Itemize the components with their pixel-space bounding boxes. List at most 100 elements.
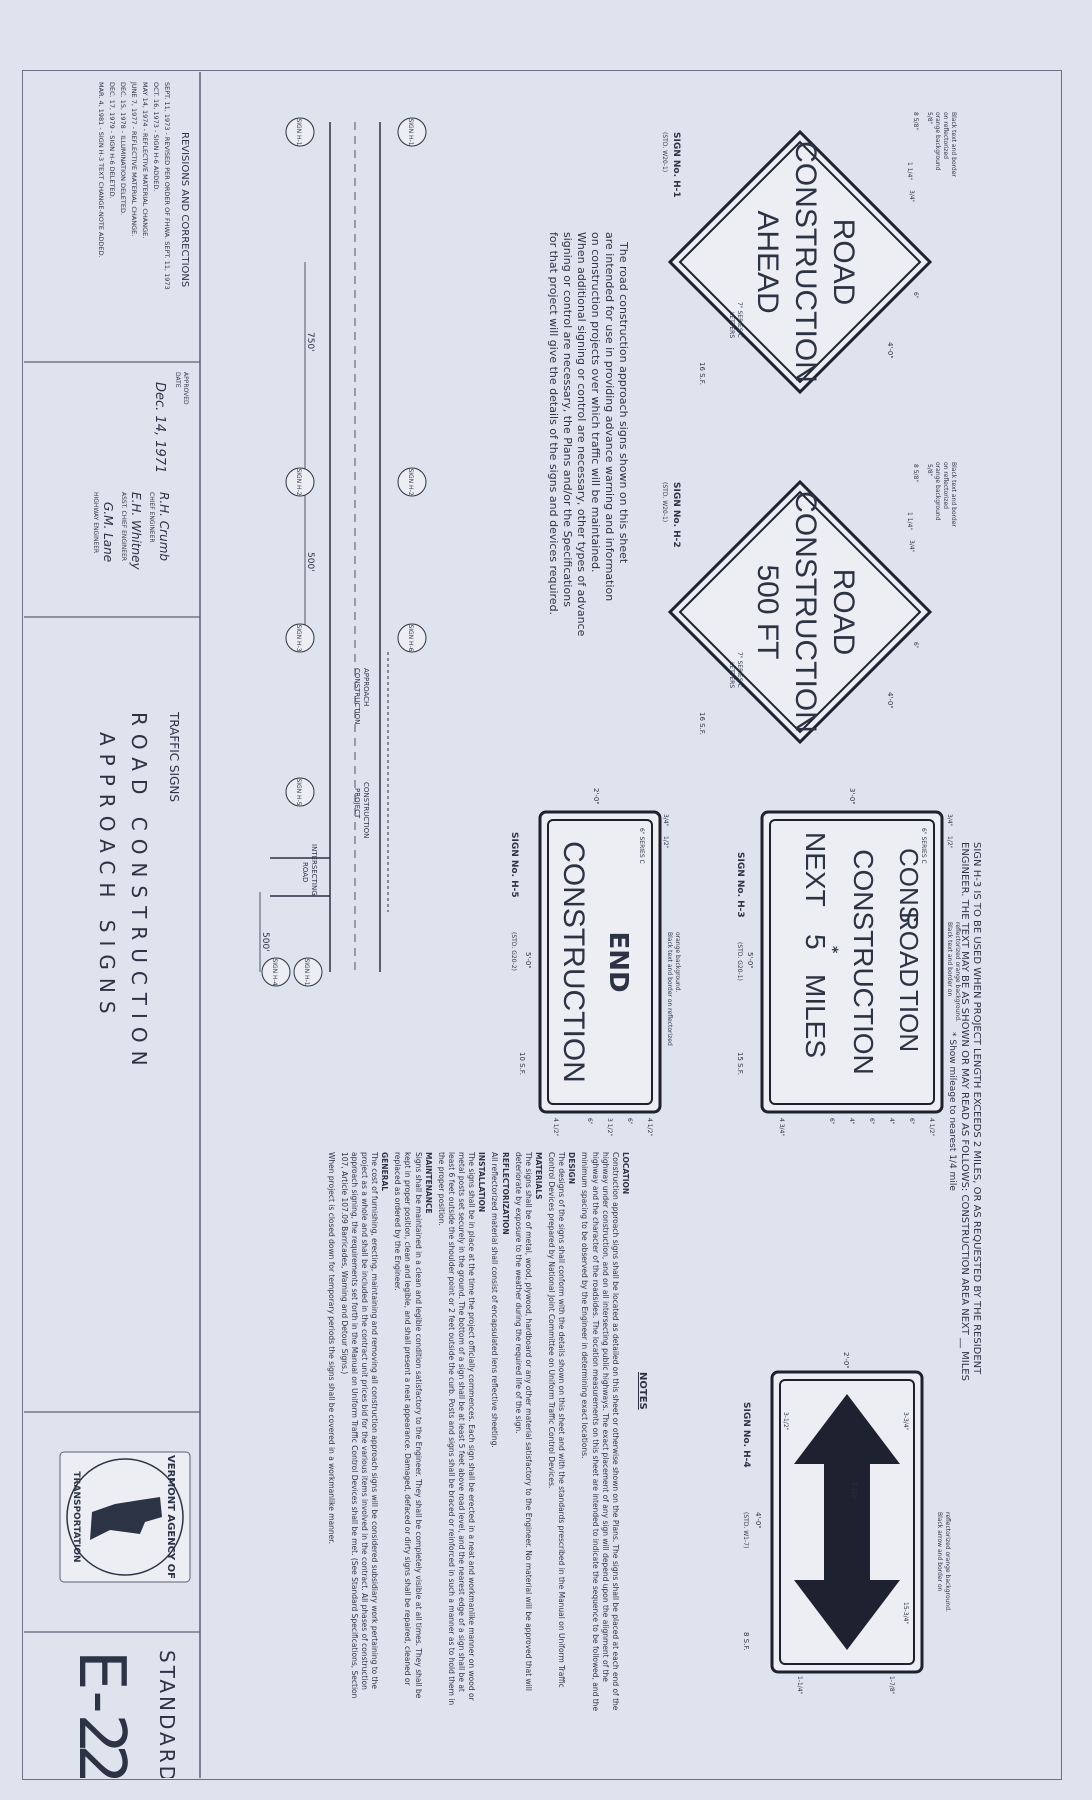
- distance-500a: 500': [305, 552, 315, 572]
- paragraph-line1: The road construction approach signs sho…: [617, 241, 630, 564]
- sign-h1-note2: on reflectorized: [942, 112, 949, 159]
- signature-highway: G.M. Lane: [101, 502, 115, 562]
- sign-h3-dim2: 4": [888, 1118, 895, 1125]
- sign-h1-line3: AHEAD: [751, 210, 784, 313]
- approach-label: APPROACH: [362, 668, 370, 706]
- notes-install-heading: INSTALLATION: [477, 1152, 487, 1213]
- sheet-title-2: APPROACH SIGNS: [95, 732, 119, 1022]
- sign-h2-note1: Black text and border: [950, 462, 957, 527]
- intersecting-label: INTERSECTING: [310, 844, 318, 896]
- seal-bottom-text: TRANSPORTATION: [71, 1471, 81, 1562]
- sign-h3-area: 15 S.F.: [736, 1052, 744, 1075]
- sign-h5-dim2: 3 1/2": [606, 1118, 613, 1136]
- notes-general-heading: GENERAL: [380, 1152, 390, 1192]
- sign-h1-note3: orange background: [934, 112, 941, 171]
- layout-diagram: [259, 122, 389, 972]
- asst-chief-label: ASST. CHIEF ENGINEER: [120, 492, 127, 561]
- notes-design-heading: DESIGN: [567, 1152, 577, 1184]
- notes-heading: NOTES: [637, 1372, 648, 1410]
- sign-h3-dim6: 4 3/4": [778, 1118, 785, 1136]
- sign-h4-note1: Black arrow and border on: [936, 1512, 943, 1592]
- paragraph-line6: for that project will give the details o…: [547, 232, 560, 615]
- sign-h4-width: 4'-0": [754, 1512, 762, 1529]
- sign-h3-dim8: 1/2": [946, 836, 953, 849]
- layout-label-6: SIGN H-4: [271, 958, 278, 985]
- paragraph-line5: signing or control are necessary, the Pl…: [561, 232, 574, 607]
- notes-general: The cost of furnishing, erecting, mainta…: [339, 1152, 380, 1699]
- highway-engineer-label: HIGHWAY ENGINEER: [92, 492, 99, 553]
- notes-location: Construction approach signs shall be loc…: [580, 1152, 620, 1712]
- sign-h2-dim-c: 3/4": [908, 540, 915, 553]
- layout-sign-h3: [285, 623, 315, 653]
- sign-h2-dim-b: 1 1/4": [906, 512, 913, 530]
- layout-sign-h6: [397, 623, 427, 653]
- sign-h3-label: SIGN No. H-3: [735, 852, 745, 918]
- sign-h3-dim5: 6": [828, 1118, 835, 1125]
- sign-h2-label: SIGN No. H-2: [671, 482, 681, 548]
- sign-h5-std: (STD. G20-2): [510, 932, 517, 971]
- sign-h3: CONS ROAD TION CONSTRUCTION NEXT 5 * MIL…: [735, 788, 961, 1136]
- sign-h2-border: [678, 490, 922, 734]
- sign-h3-outline: [760, 810, 944, 1114]
- sign-h5-dim0: 4 1/2": [646, 1118, 653, 1136]
- sign-h4-dim4: 1-1/4": [796, 1676, 803, 1695]
- approval-date: Dec. 14, 1971: [152, 382, 167, 473]
- sign-h3-dim4: 4": [848, 1118, 855, 1125]
- project-construction-label: CONSTRUCTION: [362, 782, 370, 838]
- sign-h5-dim5: 3/4": [662, 814, 669, 827]
- project-label: PROJECT: [353, 788, 361, 819]
- sign-h3-dim3: 6": [868, 1118, 875, 1125]
- sign-h2-outline: [667, 479, 933, 745]
- sign-h5-note2: orange background.: [674, 932, 681, 993]
- sign-h3-border: [769, 819, 935, 1105]
- sign-h4-std: (STD. W1-7): [742, 1512, 749, 1548]
- sign-h5-area: 10 S.F.: [518, 1052, 526, 1075]
- sign-h4: SIGN No. H-4 (STD. W1-7) 8 S.F. Black ar…: [741, 1352, 951, 1695]
- layout-sign-h1-b: [285, 117, 315, 147]
- sign-h1: ROAD CONSTRUCTION AHEAD 7" SERIES C LETT…: [661, 112, 957, 395]
- sign-h5-line2: CONSTRUCTION: [557, 841, 590, 1083]
- revision-3: JUNE 7, 1977 - REFLECTIVE MATERIAL CHANG…: [130, 81, 138, 236]
- sign-h2-line1: ROAD: [827, 569, 860, 656]
- sign-h5-height: 2'-0": [592, 788, 600, 805]
- sign-h4-border: [779, 1379, 915, 1665]
- sign-h1-dim-c: 3/4": [908, 190, 915, 203]
- sign-h2-side: 4'-0": [886, 692, 894, 709]
- sign-h3-line5: MILES: [800, 974, 831, 1058]
- paragraph-line3: on construction projects over which traf…: [589, 232, 602, 573]
- sign-h4-dim2: 7-1/2": [850, 1482, 857, 1501]
- sign-h4-area: 8 S.F.: [742, 1632, 750, 1650]
- sign-h3-std: (STD. G20-1): [736, 942, 743, 981]
- notes-body: LOCATION Construction approach signs sha…: [327, 1152, 630, 1712]
- sheet-title-1: ROAD CONSTRUCTION: [127, 712, 151, 1074]
- sign-h4-dim5: 3-1/2": [782, 1412, 789, 1431]
- revisions-heading: REVISIONS AND CORRECTIONS: [179, 132, 190, 287]
- sign-h1-dim-e: 5/8": [926, 112, 933, 125]
- sign-h1-border: [678, 140, 922, 384]
- sign-h5: END CONSTRUCTION 6" SERIES C SIGN No. H-…: [509, 788, 681, 1136]
- layout-sign-symbols: SIGN H-1 SIGN H-1 SIGN H-2 SIGN H-2 SIGN…: [260, 117, 427, 987]
- drawing-canvas: SIGN H-3 IS TO BE USED WHEN PROJECT LENG…: [24, 72, 982, 1778]
- standard-label: STANDARD: [155, 1650, 179, 1778]
- notes-location-heading: LOCATION: [621, 1152, 630, 1195]
- sign-h1-dim-d: 8 5/8": [912, 112, 919, 130]
- sign-h1-dim-a: 6": [912, 292, 919, 299]
- revision-2: MAY 14, 1974 - REFLECTIVE MATERIAL CHANG…: [141, 82, 149, 238]
- sign-h3-line4: 5: [800, 934, 831, 950]
- layout-label-7: SIGN H-1: [295, 118, 302, 145]
- sign-h3-dim1: 6": [908, 1118, 915, 1125]
- sign-h2-dim-e: 5/8": [926, 464, 933, 477]
- distance-500b: 500': [260, 932, 270, 952]
- layout-sign-h2-b: [285, 467, 315, 497]
- revision-5: DEC. 17, 1979 - SIGN H-6 DELETED.: [108, 82, 116, 199]
- top-note-line3: * Show mileage to nearest 1/4 mile: [947, 1032, 957, 1191]
- sign-h5-outline: [538, 810, 662, 1114]
- traffic-signs-label: TRAFFIC SIGNS: [167, 711, 181, 802]
- sign-h2-letters: LETTERS: [728, 662, 735, 688]
- sign-h3-note1: Black text and border on: [946, 922, 953, 996]
- sign-h3-line1: ROAD: [894, 912, 924, 987]
- revision-0: SEPT. 11, 1973 - REVISED PER ORDER OF FH…: [163, 82, 171, 290]
- layout-label-4: SIGN H-5: [295, 778, 302, 805]
- sign-h2-note2: on reflectorized: [942, 462, 949, 509]
- sign-h4-dim0: 3-3/4": [902, 1412, 909, 1431]
